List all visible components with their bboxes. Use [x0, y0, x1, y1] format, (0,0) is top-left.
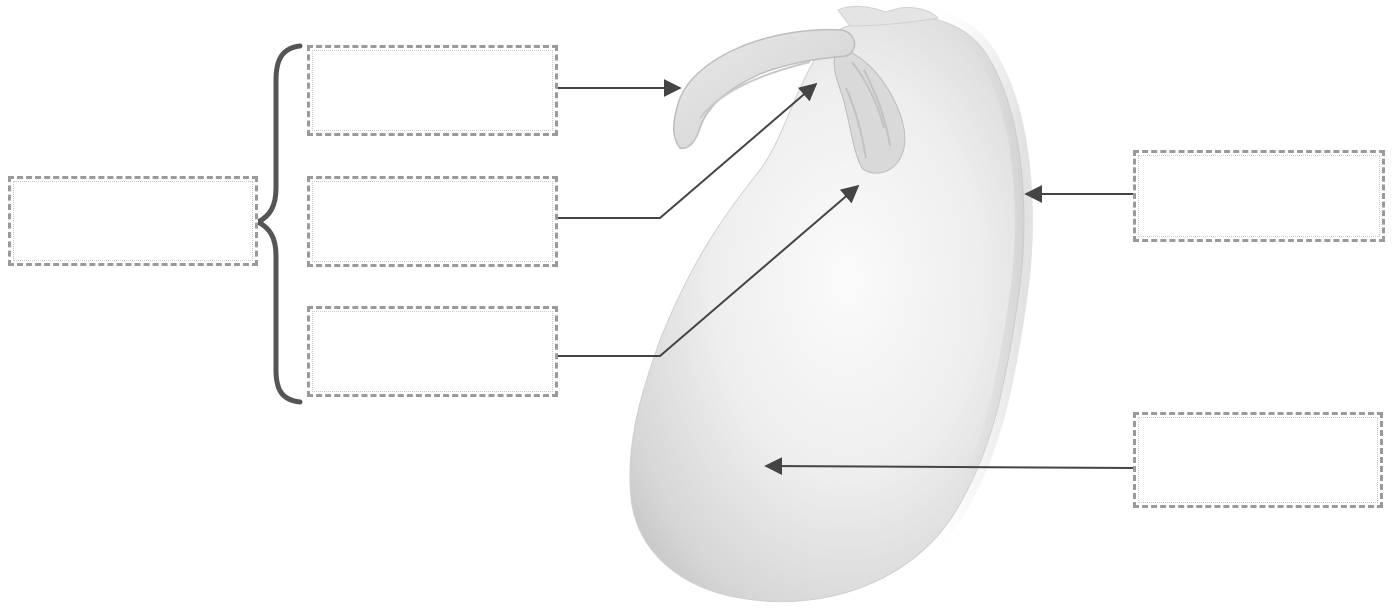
label-box-middle[interactable] — [307, 176, 558, 267]
label-box-right-upper[interactable] — [1133, 150, 1385, 242]
label-box-bottom[interactable] — [307, 306, 558, 397]
label-box-group[interactable] — [8, 176, 258, 266]
grouping-brace — [258, 46, 300, 402]
label-box-top[interactable] — [307, 45, 558, 136]
label-box-right-lower[interactable] — [1133, 412, 1383, 508]
